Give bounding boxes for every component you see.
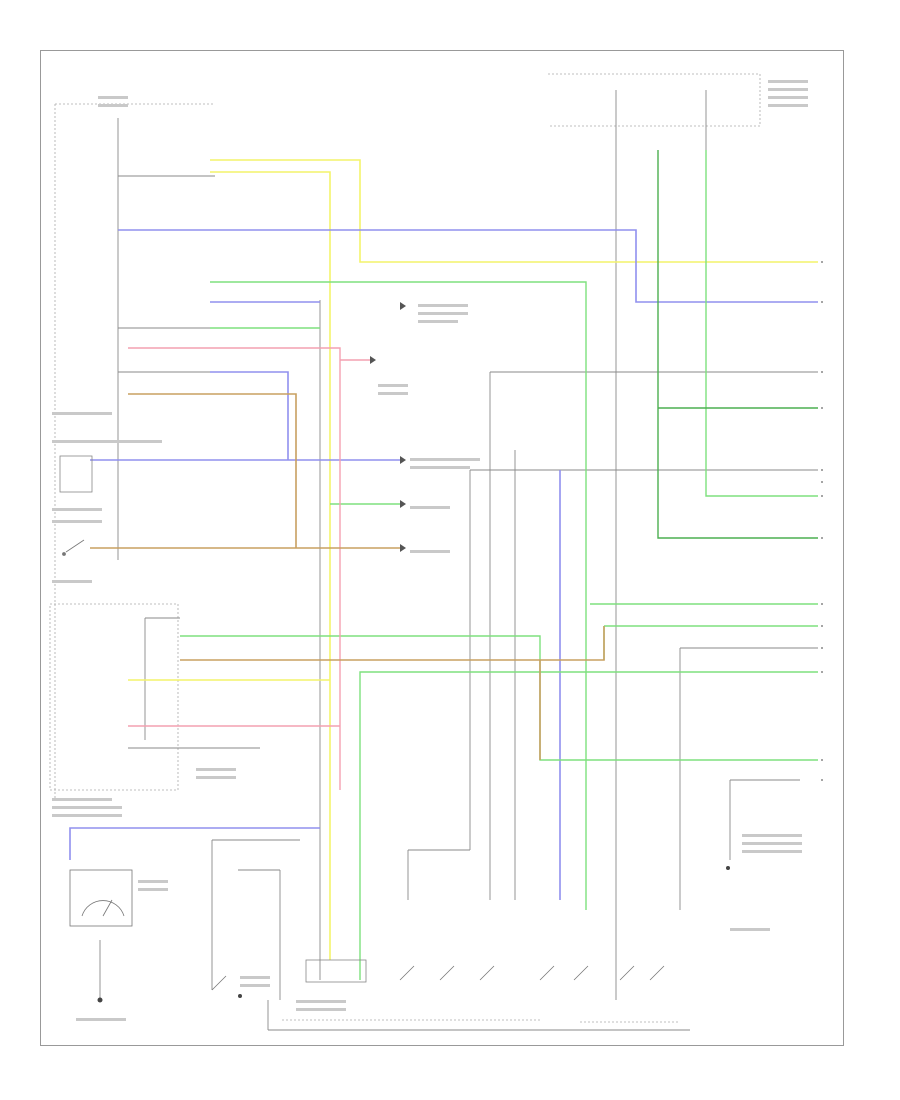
pink-wires: [128, 347, 370, 790]
yellow-wires: [128, 159, 818, 960]
dark-green-wires: [657, 150, 818, 539]
top-right-fuse-box: [548, 73, 761, 127]
blue-wires: [69, 229, 818, 900]
ground-icon: [97, 866, 730, 1003]
black-wires: [99, 90, 818, 1031]
right-connector: [821, 261, 823, 781]
dashed-boxes: [49, 73, 761, 1023]
faint-labels: [52, 80, 808, 1021]
left-module-box: [49, 603, 179, 791]
green-wires: [180, 150, 818, 980]
gauge-icon: [69, 869, 133, 927]
connector-icon: [59, 455, 367, 983]
arrow-icon: [370, 302, 406, 552]
brown-wires: [90, 393, 605, 760]
switch-icon: [62, 539, 665, 991]
diagram-frame: [40, 50, 844, 1046]
